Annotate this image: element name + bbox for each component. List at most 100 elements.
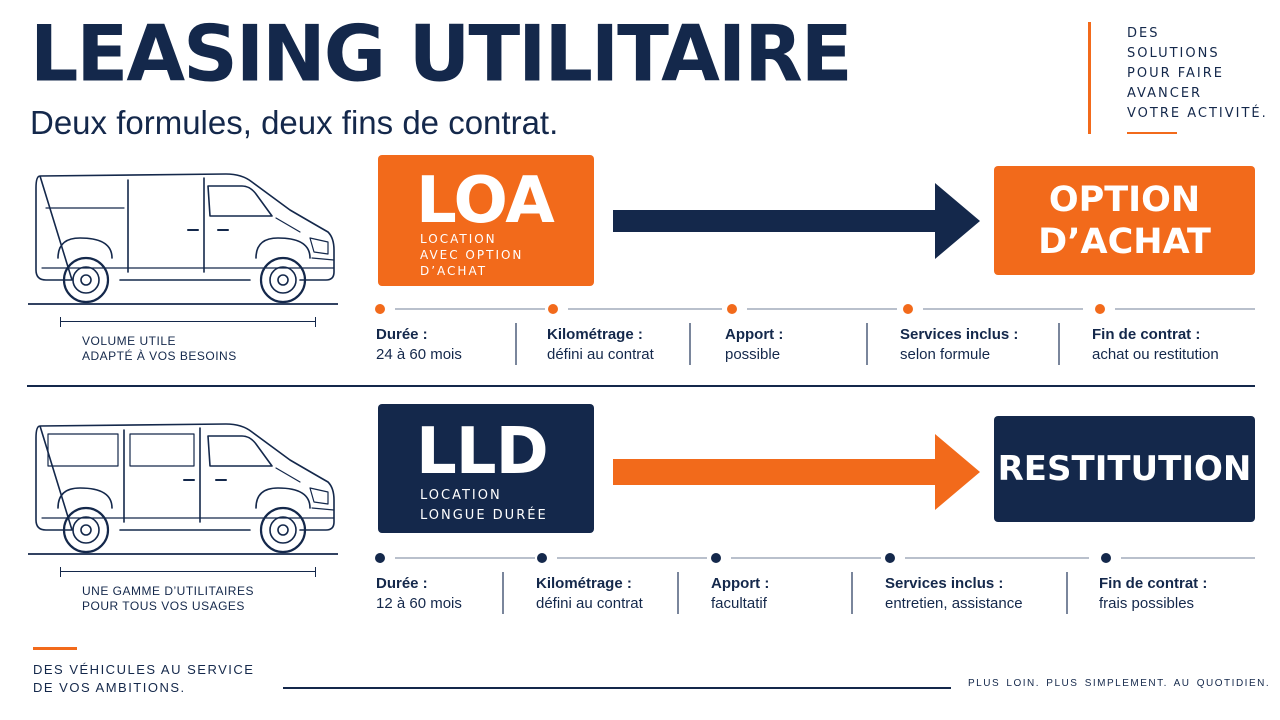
spec-label: Durée : bbox=[376, 326, 428, 343]
spec-value: 24 à 60 mois bbox=[376, 346, 462, 363]
loa-timeline bbox=[375, 304, 1255, 314]
loa-badge-subtitle-line: AVEC OPTION bbox=[420, 248, 524, 262]
footer-slogan: DES VÉHICULES AU SERVICE DE VOS AMBITION… bbox=[33, 661, 254, 697]
tagline-line: DES bbox=[1127, 26, 1160, 41]
spec-value: selon formule bbox=[900, 346, 991, 363]
tagline-accent-bar bbox=[1088, 22, 1091, 134]
timeline-segment bbox=[923, 308, 1083, 310]
van-caption-line: ADAPTÉ À VOS BESOINS bbox=[82, 349, 237, 363]
loa-spec-duration: Durée : 24 à 60 mois bbox=[376, 325, 462, 365]
loa-spec-services: Services inclus : selon formule bbox=[900, 325, 1018, 365]
dimension-ruler bbox=[60, 317, 316, 327]
timeline-dot bbox=[1101, 553, 1111, 563]
tagline: DES SOLUTIONS POUR FAIRE AVANCER VOTRE A… bbox=[1127, 24, 1277, 124]
timeline-segment bbox=[731, 557, 881, 559]
loa-spec-end: Fin de contrat : achat ou restitution bbox=[1092, 325, 1219, 365]
loa-end-label-line: D’ACHAT bbox=[1038, 221, 1211, 262]
lld-end-label-line: RESTITUTION bbox=[997, 449, 1252, 489]
spec-label: Kilométrage : bbox=[536, 575, 632, 592]
tagline-underline bbox=[1127, 132, 1177, 134]
timeline-dot bbox=[903, 304, 913, 314]
timeline-segment bbox=[395, 557, 535, 559]
spec-label: Services inclus : bbox=[885, 575, 1004, 592]
spec-value: frais possibles bbox=[1099, 595, 1195, 612]
lld-spec-services: Services inclus : entretien, assistance bbox=[885, 574, 1023, 614]
van-caption-lld: UNE GAMME D’UTILITAIRES POUR TOUS VOS US… bbox=[82, 584, 254, 614]
timeline-segment bbox=[1121, 557, 1255, 559]
van-caption-loa: VOLUME UTILE ADAPTÉ À VOS BESOINS bbox=[82, 334, 237, 364]
timeline-segment bbox=[905, 557, 1089, 559]
spec-value: défini au contrat bbox=[536, 595, 643, 612]
timeline-segment bbox=[568, 308, 722, 310]
spec-label: Fin de contrat : bbox=[1092, 326, 1201, 343]
spec-label: Apport : bbox=[711, 575, 770, 592]
lld-spec-deposit: Apport : facultatif bbox=[711, 574, 769, 614]
lld-badge: LLD LOCATION LONGUE DURÉE bbox=[378, 404, 594, 533]
loa-badge: LOA LOCATION AVEC OPTION D’ACHAT bbox=[378, 155, 594, 286]
spec-separator bbox=[1066, 572, 1068, 614]
van-caption-line: UNE GAMME D’UTILITAIRES bbox=[82, 584, 254, 598]
timeline-dot bbox=[1095, 304, 1105, 314]
lld-badge-subtitle-line: LONGUE DURÉE bbox=[420, 508, 548, 523]
van-caption-line: VOLUME UTILE bbox=[82, 334, 177, 348]
van-illustration-lld bbox=[28, 418, 338, 556]
spec-label: Services inclus : bbox=[900, 326, 1019, 343]
loa-spec-deposit: Apport : possible bbox=[725, 325, 783, 365]
spec-value: 12 à 60 mois bbox=[376, 595, 462, 612]
timeline-segment bbox=[557, 557, 707, 559]
footer-slogan-line: DE VOS AMBITIONS. bbox=[33, 680, 186, 695]
footer-accent-bar bbox=[33, 647, 77, 650]
timeline-segment bbox=[1115, 308, 1255, 310]
footer-slogan-line: DES VÉHICULES AU SERVICE bbox=[33, 662, 255, 677]
timeline-dot bbox=[375, 553, 385, 563]
timeline-dot bbox=[711, 553, 721, 563]
lld-badge-subtitle: LOCATION LONGUE DURÉE bbox=[420, 486, 548, 526]
arrow-right-icon bbox=[613, 183, 980, 259]
timeline-dot bbox=[375, 304, 385, 314]
timeline-dot bbox=[885, 553, 895, 563]
van-illustration-loa bbox=[28, 168, 338, 306]
spec-separator bbox=[502, 572, 504, 614]
loa-badge-subtitle-line: LOCATION bbox=[420, 232, 497, 246]
spec-value: achat ou restitution bbox=[1092, 346, 1219, 363]
tagline-line: SOLUTIONS bbox=[1127, 46, 1220, 61]
lld-badge-title: LLD bbox=[416, 415, 549, 489]
tagline-line: POUR FAIRE bbox=[1127, 66, 1225, 81]
lld-timeline bbox=[375, 553, 1255, 563]
timeline-dot bbox=[537, 553, 547, 563]
spec-separator bbox=[689, 323, 691, 365]
spec-label: Apport : bbox=[725, 326, 784, 343]
footer-rule bbox=[283, 687, 951, 689]
spec-value: entretien, assistance bbox=[885, 595, 1023, 612]
dimension-ruler bbox=[60, 567, 316, 577]
spec-label: Durée : bbox=[376, 575, 428, 592]
loa-end-label-line: OPTION bbox=[1048, 179, 1201, 220]
lld-spec-duration: Durée : 12 à 60 mois bbox=[376, 574, 462, 614]
lld-end-box: RESTITUTION bbox=[994, 416, 1255, 522]
timeline-segment bbox=[395, 308, 545, 310]
van-caption-line: POUR TOUS VOS USAGES bbox=[82, 599, 245, 613]
spec-value: possible bbox=[725, 346, 781, 363]
page-title: LEASING UTILITAIRE bbox=[30, 8, 853, 99]
lld-spec-end: Fin de contrat : frais possibles bbox=[1099, 574, 1207, 614]
spec-separator bbox=[1058, 323, 1060, 365]
spec-value: facultatif bbox=[711, 595, 767, 612]
spec-value: défini au contrat bbox=[547, 346, 654, 363]
timeline-segment bbox=[747, 308, 897, 310]
timeline-dot bbox=[548, 304, 558, 314]
spec-separator bbox=[866, 323, 868, 365]
section-divider bbox=[27, 385, 1255, 387]
lld-badge-subtitle-line: LOCATION bbox=[420, 488, 502, 503]
spec-label: Fin de contrat : bbox=[1099, 575, 1208, 592]
tagline-line: AVANCER bbox=[1127, 86, 1203, 101]
page-subtitle: Deux formules, deux fins de contrat. bbox=[30, 104, 559, 141]
loa-end-box: OPTION D’ACHAT bbox=[994, 166, 1255, 275]
footer-tagline: PLUS LOIN. PLUS SIMPLEMENT. AU QUOTIDIEN… bbox=[968, 678, 1271, 689]
spec-separator bbox=[677, 572, 679, 614]
tagline-line: VOTRE ACTIVITÉ. bbox=[1127, 106, 1268, 121]
timeline-dot bbox=[727, 304, 737, 314]
loa-badge-title: LOA bbox=[416, 164, 555, 238]
loa-badge-subtitle: LOCATION AVEC OPTION D’ACHAT bbox=[420, 231, 523, 279]
loa-badge-subtitle-line: D’ACHAT bbox=[420, 264, 488, 278]
spec-label: Kilométrage : bbox=[547, 326, 643, 343]
